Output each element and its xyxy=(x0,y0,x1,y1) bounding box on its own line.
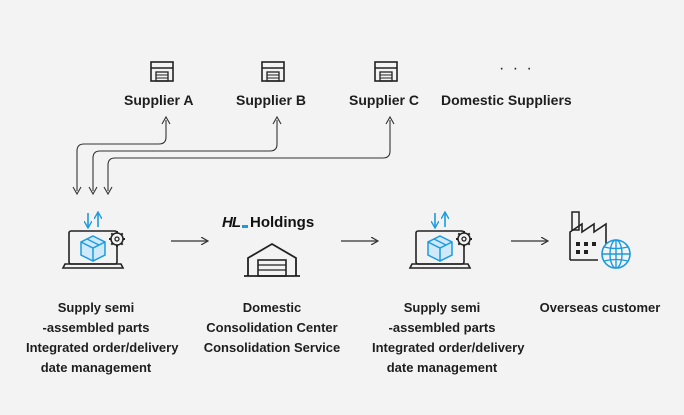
more-suppliers-ellipsis: · · · xyxy=(499,60,534,77)
connector-supplier-b xyxy=(92,120,278,191)
step-2-line-2: Consolidation Center xyxy=(206,320,338,335)
hl-holdings-logo: HL Holdings xyxy=(222,211,314,233)
supplier-c-warehouse-icon xyxy=(374,61,398,82)
factory-globe-icon xyxy=(569,211,631,269)
step-1-line-2: -assembled parts xyxy=(42,320,150,335)
logo-mark: HL xyxy=(222,213,241,231)
step-1-line-3: Integrated order/delivery xyxy=(26,340,179,355)
supplier-a-label: Supplier A xyxy=(124,92,194,108)
step-3-line-1: Supply semi xyxy=(403,300,481,315)
step-3-text: Supply semi -assembled parts Integrated … xyxy=(372,298,525,378)
supplier-b-warehouse-icon xyxy=(261,61,285,82)
step-1-text: Supply semi -assembled parts Integrated … xyxy=(26,298,179,378)
step-1-line-4: date management xyxy=(40,360,152,375)
domestic-suppliers-label: Domestic Suppliers xyxy=(441,92,572,108)
step-3-line-2: -assembled parts xyxy=(388,320,496,335)
logo-text: Holdings xyxy=(250,213,315,231)
step-2-line-1: Domestic xyxy=(242,300,302,315)
step-2-line-3: Consolidation Service xyxy=(203,340,341,355)
step-4-line-1: Overseas customer xyxy=(539,300,661,315)
supplier-b-label: Supplier B xyxy=(236,92,307,108)
supplier-c-label: Supplier C xyxy=(349,92,420,108)
step-3-line-3: Integrated order/delivery xyxy=(372,340,525,355)
step-3-line-4: date management xyxy=(386,360,498,375)
connector-supplier-c xyxy=(107,120,391,191)
order-management-laptop-icon-1 xyxy=(63,213,125,268)
step-2-text: Domestic Consolidation Center Consolidat… xyxy=(197,298,347,358)
consolidation-center-icon xyxy=(244,242,300,277)
order-management-laptop-icon-2 xyxy=(410,213,472,268)
supplier-a-warehouse-icon xyxy=(150,61,174,82)
step-4-text: Overseas customer xyxy=(530,298,670,318)
logo-accent-bar xyxy=(242,225,248,228)
step-1-line-1: Supply semi xyxy=(57,300,135,315)
connector-supplier-a xyxy=(76,120,167,191)
